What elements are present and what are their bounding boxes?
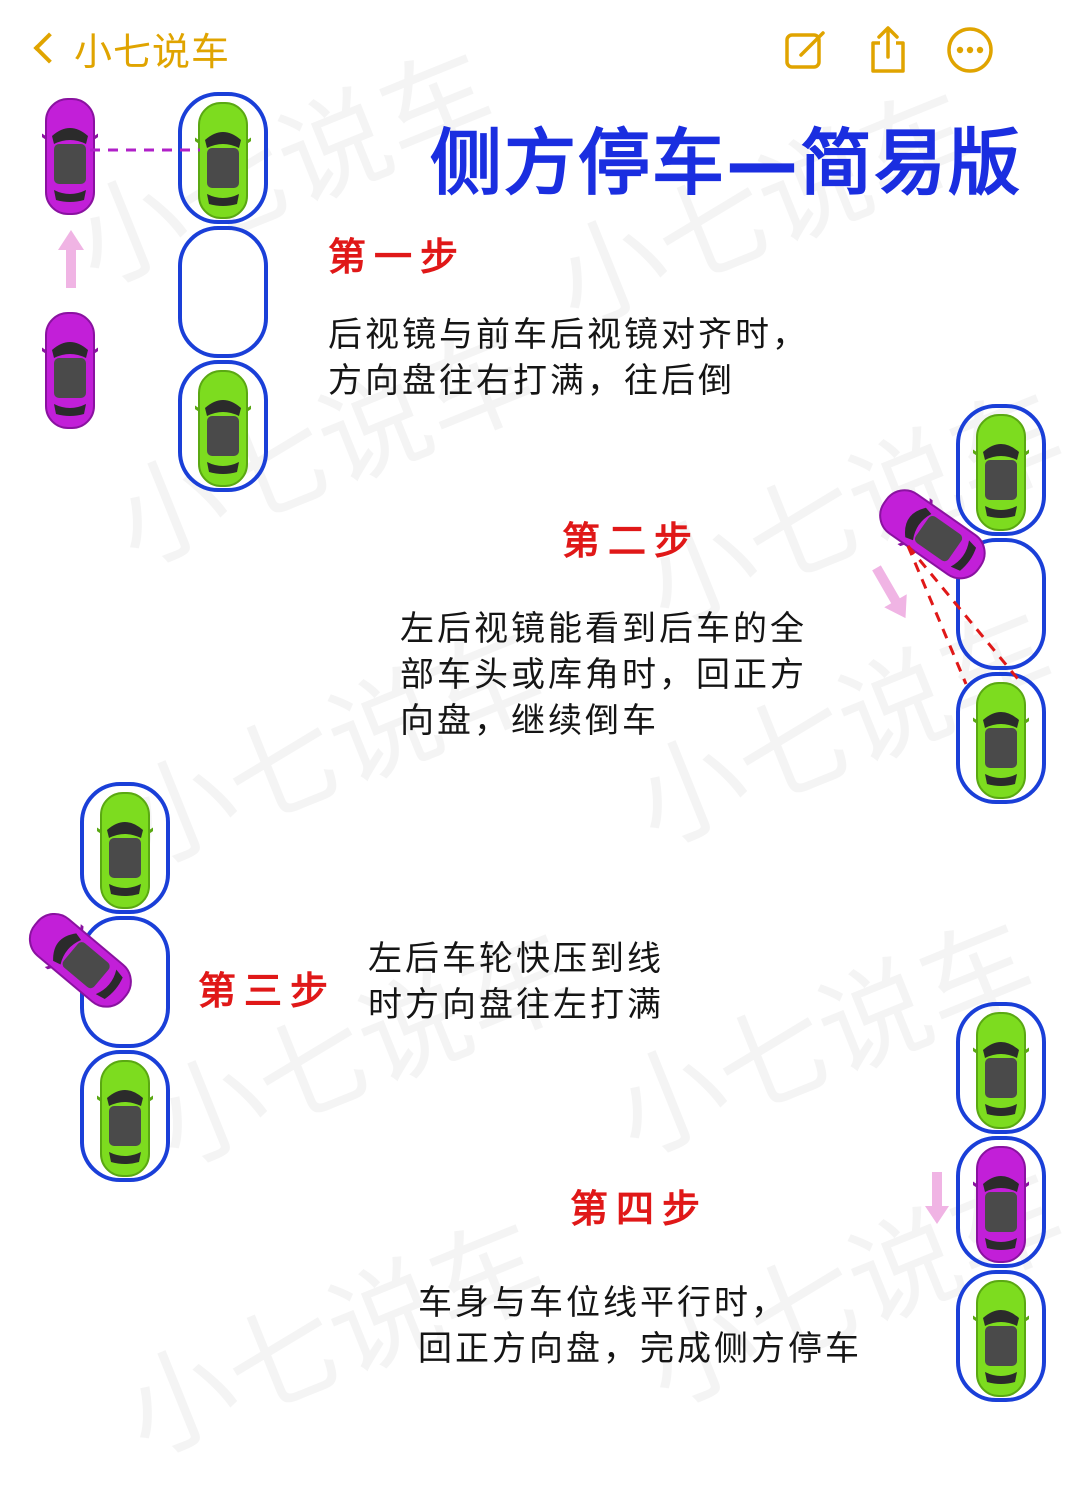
sight-lines <box>906 545 1024 685</box>
parked-car-icon <box>973 410 1029 534</box>
parked-car-icon <box>195 98 251 222</box>
back-label: 小七说车 <box>74 29 231 74</box>
parking-slot <box>956 538 1046 670</box>
step-4-text: 车身与车位线平行时， 回正方向盘，完成侧方停车 <box>418 1283 862 1369</box>
parking-slot <box>80 1050 170 1182</box>
parked-car-icon <box>973 1008 1029 1132</box>
step-2-text: 左后视镜能看到后车的全 部车头或库角时，回正方 向盘，继续倒车 <box>400 609 807 741</box>
parking-slot <box>956 1136 1046 1268</box>
parking-slot <box>956 1270 1046 1402</box>
parking-slot <box>178 360 268 492</box>
edit-button[interactable] <box>780 24 832 76</box>
back-button[interactable]: 小七说车 <box>30 20 230 76</box>
share-button[interactable] <box>862 24 914 76</box>
parking-slot <box>178 92 268 224</box>
reverse-arrow-icon <box>872 565 907 619</box>
step-1-label: 第一步 <box>328 235 467 279</box>
step-3-text: 左后车轮快压到线 时方向盘往左打满 <box>368 939 664 1025</box>
watermark: 小七说车 <box>126 883 594 1196</box>
step-1-text: 后视镜与前车后视镜对齐时， 方向盘往右打满，往后倒 <box>328 315 809 401</box>
parked-car-icon <box>195 366 251 490</box>
parking-slot <box>956 1002 1046 1134</box>
parking-slot <box>80 782 170 914</box>
step-3-label: 第三步 <box>198 969 337 1013</box>
parked-car-icon-final <box>973 1142 1029 1266</box>
moving-car-icon <box>42 308 98 432</box>
moving-car-icon <box>42 94 98 218</box>
down-arrow-icon <box>925 1172 949 1224</box>
step-4-label: 第四步 <box>570 1187 709 1231</box>
parked-car-icon <box>973 678 1029 802</box>
mirror-align-line <box>90 148 200 152</box>
parking-slot <box>178 226 268 358</box>
parking-slot <box>956 672 1046 804</box>
compose-icon <box>785 31 825 69</box>
parked-car-icon <box>97 1056 153 1180</box>
parked-car-icon <box>97 788 153 912</box>
share-icon <box>871 26 905 73</box>
chevron-left-icon <box>33 32 65 64</box>
parking-slot <box>956 404 1046 536</box>
parked-car-icon <box>973 1276 1029 1400</box>
step-2-label: 第二步 <box>562 519 701 563</box>
up-arrow-icon <box>58 230 84 288</box>
more-icon <box>947 27 993 73</box>
more-button[interactable] <box>944 24 996 76</box>
page-title: 侧方停车—简易版 <box>430 121 1023 205</box>
